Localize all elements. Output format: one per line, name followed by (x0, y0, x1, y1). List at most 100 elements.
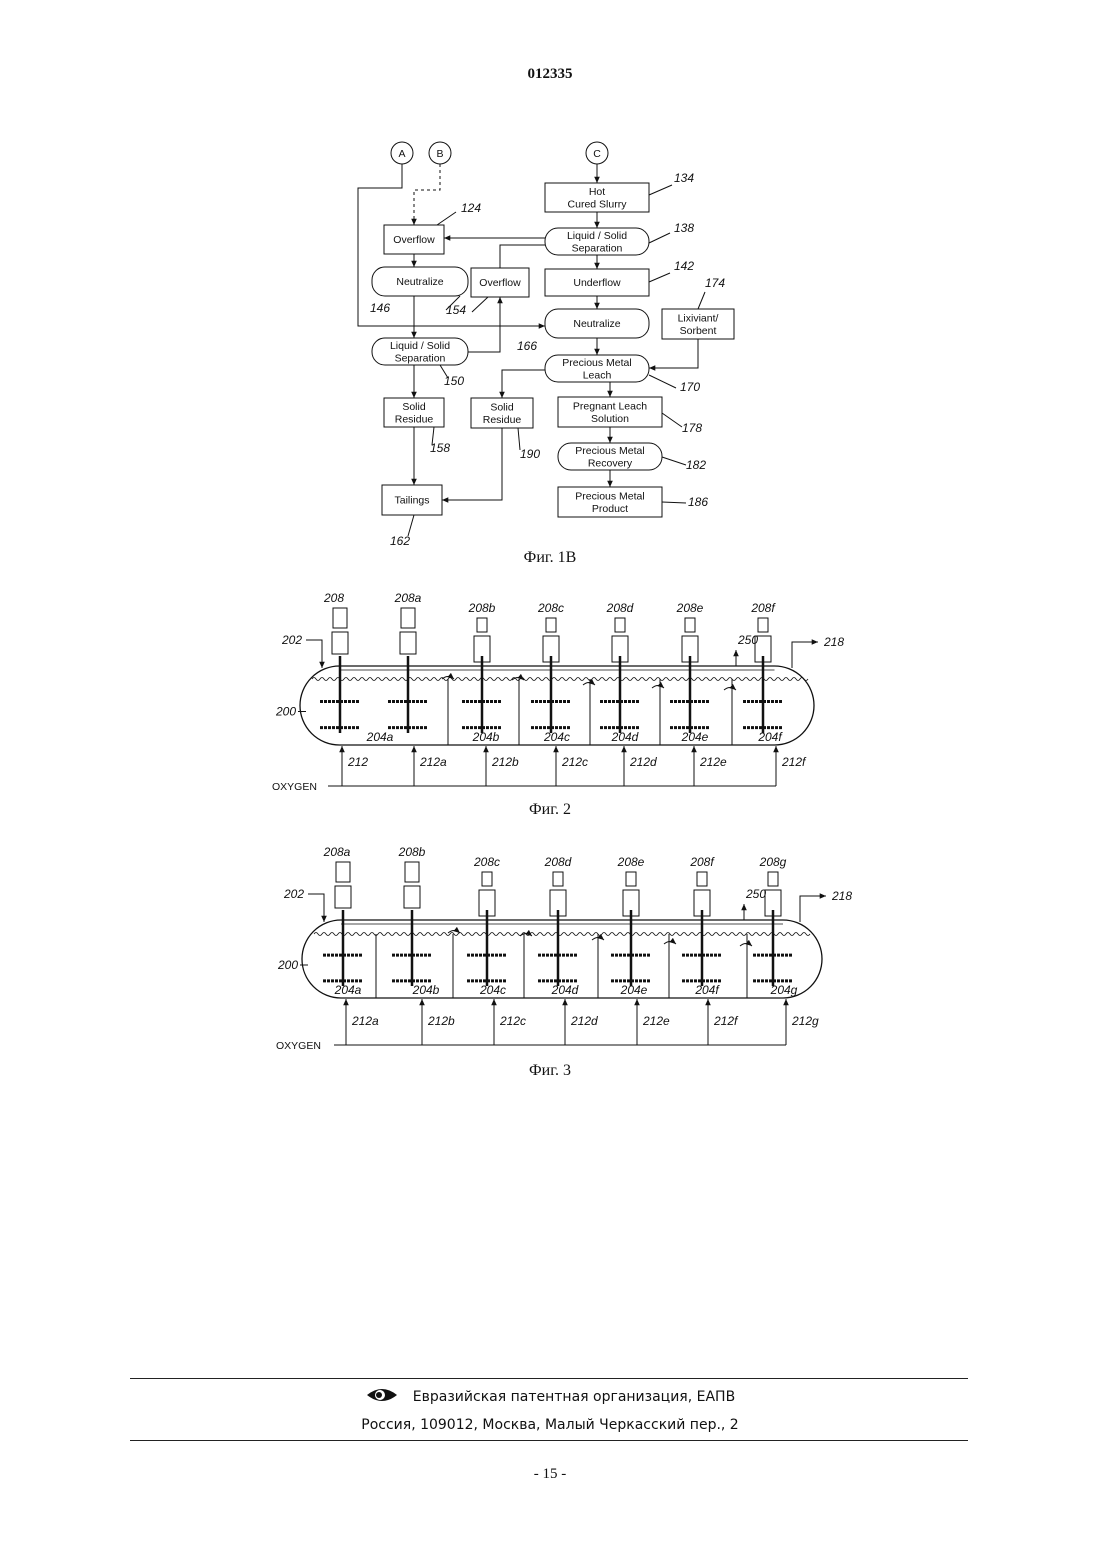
agitator-motor-icon (626, 872, 636, 886)
compartment-label: 204c (543, 730, 570, 744)
reference-numeral: 158 (430, 441, 450, 455)
agitator-motor-icon (553, 872, 563, 886)
outlet-arrow (792, 642, 818, 668)
flow-box-label: Sorbent (680, 325, 717, 337)
oxygen-line-label: 212g (791, 1014, 819, 1028)
reference-numeral: 142 (674, 259, 694, 273)
flow-box-label: Separation (395, 352, 446, 364)
connector-c-label: C (593, 148, 601, 160)
agitator-motor-icon (768, 872, 778, 886)
flow-box-label: Leach (583, 369, 612, 381)
agitator-label: 208c (473, 855, 500, 869)
reference-numeral: 178 (682, 421, 702, 435)
figure-3-reactor: 208a208b208c208d208e208f208g204a204b204c… (276, 845, 852, 1079)
flow-box-label: Precious Metal (575, 490, 644, 502)
vessel-ref-label: 200 (275, 705, 296, 719)
agitator-label: 208f (689, 855, 715, 869)
reference-leader (662, 413, 682, 427)
figures-canvas: ABCHotCured SlurryOverflowLiquid / Solid… (0, 0, 1100, 1340)
compartment-label: 204e (620, 983, 648, 997)
flow-connector (649, 339, 698, 368)
vessel-ref-label: 200 (277, 958, 298, 972)
agitator-label: 208a (323, 845, 351, 859)
flow-box-label: Product (592, 503, 628, 515)
agitator-motor-icon (615, 618, 625, 632)
reference-leader (649, 375, 676, 388)
flow-box-label: Tailings (394, 495, 429, 507)
agitator-label: 208e (617, 855, 645, 869)
reference-leader (649, 233, 670, 243)
flow-box-label: Separation (572, 242, 623, 254)
connector-a-label: A (398, 148, 405, 160)
flow-box-label: Solution (591, 413, 629, 425)
eapo-eye-logo-icon (365, 1385, 399, 1409)
footer-top-rule (130, 1378, 968, 1379)
reference-numeral: 154 (446, 303, 466, 317)
inlet-ref-label: 202 (283, 887, 304, 901)
fig3-caption: Фиг. 3 (529, 1062, 571, 1079)
oxygen-line-label: 212b (427, 1014, 455, 1028)
agitator-drive-icon (335, 886, 351, 908)
reference-numeral: 134 (674, 171, 694, 185)
outlet-ref-label: 218 (823, 635, 844, 649)
reference-numeral: 190 (520, 447, 540, 461)
agitator-motor-icon (482, 872, 492, 886)
agitator-motor-icon (336, 862, 350, 882)
flow-box-label: Solid (490, 401, 514, 413)
agitator-motor-icon (405, 862, 419, 882)
figure-1b-caption: Фиг. 1В (524, 549, 577, 566)
figure-1b-flowchart: ABCHotCured SlurryOverflowLiquid / Solid… (358, 142, 734, 566)
flow-connector (468, 297, 500, 352)
agitator-motor-icon (685, 618, 695, 632)
compartment-label: 204f (757, 730, 783, 744)
reference-numeral: 174 (705, 276, 725, 290)
flow-box-label: Underflow (573, 277, 621, 289)
reference-numeral: 166 (517, 339, 537, 353)
agitator-drive-icon (400, 632, 416, 654)
agitator-drive-icon (404, 886, 420, 908)
flow-box-label: Residue (395, 413, 434, 425)
footer-organization: Евразийская патентная организация, ЕАПВ (0, 1385, 1100, 1409)
reference-leader (408, 515, 414, 536)
reference-leader (662, 502, 686, 503)
flow-box-label: Liquid / Solid (390, 340, 450, 352)
agitator-motor-icon (546, 618, 556, 632)
flow-connector (442, 428, 502, 500)
flow-box-label: Overflow (479, 277, 521, 289)
agitator-label: 208e (676, 601, 704, 615)
flow-box-label: Recovery (588, 457, 633, 469)
reference-leader (698, 292, 705, 309)
reference-leader (649, 185, 672, 195)
reference-leader (472, 297, 488, 312)
flow-box-label: Neutralize (396, 276, 443, 288)
flow-box-label: Liquid / Solid (567, 230, 627, 242)
flow-connector (502, 370, 545, 398)
agitator-label: 208f (750, 601, 776, 615)
compartment-label: 204b (472, 730, 500, 744)
compartment-label: 204g (770, 983, 798, 997)
compartment-label: 204f (694, 983, 720, 997)
compartment-label: 204c (479, 983, 506, 997)
agitator-label: 208d (606, 601, 634, 615)
organization-name: Евразийская патентная организация, ЕАПВ (413, 1389, 735, 1405)
oxygen-line-label: 212d (570, 1014, 598, 1028)
agitator-label: 208c (537, 601, 564, 615)
reference-numeral: 170 (680, 380, 700, 394)
flow-box-label: Overflow (393, 234, 435, 246)
reference-numeral: 186 (688, 495, 708, 509)
oxygen-line-label: 212f (781, 755, 807, 769)
agitator-label: 208 (323, 591, 344, 605)
reference-leader (649, 273, 670, 282)
flow-box-label: Residue (483, 414, 522, 426)
flow-box-label: Solid (402, 401, 426, 413)
footer-address: Россия, 109012, Москва, Малый Черкасский… (0, 1417, 1100, 1433)
compartment-label: 204a (366, 730, 394, 744)
reference-numeral: 162 (390, 534, 410, 548)
agitator-label: 208a (394, 591, 422, 605)
agitator-motor-icon (333, 608, 347, 628)
oxygen-line-label: 212c (561, 755, 588, 769)
flow-box-label: Lixiviant/ (678, 312, 719, 324)
vent-ref-label: 250 (745, 887, 766, 901)
compartment-label: 204d (611, 730, 639, 744)
